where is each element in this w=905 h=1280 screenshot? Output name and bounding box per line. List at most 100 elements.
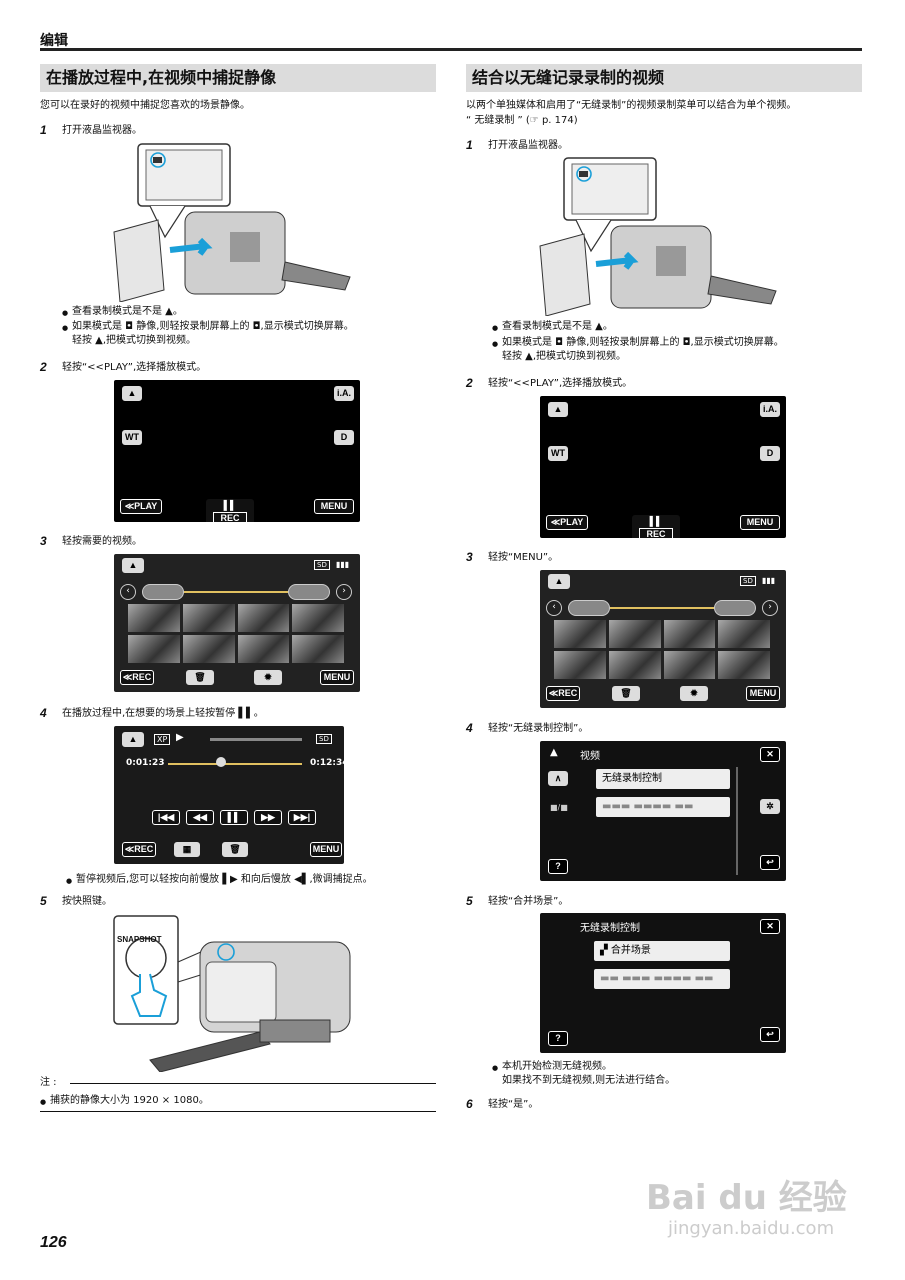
xp-badge: XP	[154, 734, 171, 745]
thumbnail-grid	[554, 620, 770, 679]
trash-icon[interactable]: 🗑	[222, 842, 248, 857]
menu-item-blurred[interactable]: ▬▬ ▬▬▬ ▬▬▬▬ ▬▬	[594, 969, 730, 989]
ia-button[interactable]: i.A.	[760, 402, 780, 417]
video-thumbnail[interactable]	[292, 604, 344, 632]
rewind-icon[interactable]: ◀◀	[186, 810, 214, 825]
time-total: 0:12:34	[310, 758, 344, 768]
left-step1-bullet-cont: 轻按 ▲,把模式切换到视频。	[72, 335, 197, 346]
right-step-number: 3	[466, 550, 473, 564]
next-page-icon[interactable]: ›	[762, 600, 778, 616]
back-icon[interactable]: ↩	[760, 1027, 780, 1042]
date-slider[interactable]	[184, 591, 288, 593]
next-page-icon[interactable]: ›	[336, 584, 352, 600]
help-icon[interactable]: ?	[548, 859, 568, 874]
lcd-index-screen: ▲ SD ▮▮▮ ‹ › ≪REC 🗑 ✹ MENU	[114, 554, 360, 692]
video-thumbnail[interactable]	[718, 620, 770, 648]
menu-button[interactable]: MENU	[310, 842, 342, 857]
menu-item-merge-scenes[interactable]: ▞ 合并场景	[594, 941, 730, 961]
video-thumbnail[interactable]	[608, 651, 661, 679]
rec-back-button[interactable]: ≪REC	[122, 842, 156, 857]
pause-rec-group[interactable]: ▌▌ REC	[632, 515, 680, 538]
video-thumbnail[interactable]	[128, 635, 180, 663]
date-pill[interactable]	[288, 584, 330, 600]
seek-handle[interactable]	[216, 757, 226, 767]
right-step-text: 轻按“<<PLAY”,选择播放模式。	[488, 378, 633, 389]
video-mode-icon[interactable]: ▲	[548, 402, 568, 417]
seek-bar[interactable]	[168, 763, 302, 765]
rec-back-button[interactable]: ≪REC	[546, 686, 580, 701]
index-grid-icon[interactable]: ▦	[174, 842, 200, 857]
back-icon[interactable]: ↩	[760, 855, 780, 870]
pause-rec-group[interactable]: ▌▌ REC	[206, 499, 254, 522]
menu-item-blurred[interactable]: ▬▬▬ ▬▬▬▬ ▬▬	[596, 797, 730, 817]
video-thumbnail[interactable]	[608, 620, 661, 648]
left-step-number: 4	[40, 706, 47, 720]
sd-badge: SD	[316, 734, 332, 744]
video-thumbnail[interactable]	[237, 604, 290, 632]
video-mode-icon[interactable]: ▲	[548, 574, 570, 589]
time-elapsed: 0:01:23	[126, 758, 165, 768]
date-slider[interactable]	[610, 607, 714, 609]
trash-icon[interactable]: 🗑	[186, 670, 214, 685]
help-icon[interactable]: ?	[548, 1031, 568, 1046]
video-thumbnail[interactable]	[182, 604, 235, 632]
video-thumbnail[interactable]	[292, 635, 344, 663]
left-step1-bullet: 如果模式是 ◘ 静像,则轻按录制屏幕上的 ◘,显示模式切换屏幕。	[62, 320, 354, 335]
play-button[interactable]: ≪PLAY	[546, 515, 588, 530]
scroll-up-icon[interactable]: ∧	[548, 771, 568, 786]
date-pill[interactable]	[142, 584, 184, 600]
right-step-text: 轻按“MENU”。	[488, 552, 559, 563]
left-step-number: 1	[40, 123, 47, 137]
pause-icon[interactable]: ▌▌	[220, 810, 248, 825]
menu-button[interactable]: MENU	[314, 499, 354, 514]
prev-page-icon[interactable]: ‹	[546, 600, 562, 616]
snapshot-button-illustration	[113, 915, 351, 1072]
menu-button[interactable]: MENU	[746, 686, 780, 701]
date-pill[interactable]	[568, 600, 610, 616]
video-thumbnail[interactable]	[182, 635, 235, 663]
right-step1-bullet-cont: 轻按 ▲,把模式切换到视频。	[502, 351, 627, 362]
note-text: 捕获的静像大小为 1920 × 1080。	[40, 1094, 209, 1109]
scrollbar[interactable]	[736, 767, 738, 875]
date-pill[interactable]	[714, 600, 756, 616]
wt-button[interactable]: WT	[548, 446, 568, 461]
close-icon[interactable]: ✕	[760, 747, 780, 762]
ia-button[interactable]: i.A.	[334, 386, 354, 401]
menu-button[interactable]: MENU	[320, 670, 354, 685]
wt-button[interactable]: WT	[122, 430, 142, 445]
settings-icon[interactable]: ✹	[680, 686, 708, 701]
right-step1-bullet: 查看录制模式是不是 ▲。	[492, 320, 613, 335]
prev-page-icon[interactable]: ‹	[120, 584, 136, 600]
video-mode-icon: ▲	[122, 732, 144, 747]
left-step-text: 按快照键。	[62, 896, 112, 907]
right-step-text: 打开液晶监视器。	[488, 140, 568, 151]
left-step1-bullet: 查看录制模式是不是 ▲。	[62, 305, 183, 320]
page-header: 编辑	[40, 33, 68, 49]
close-icon[interactable]: ✕	[760, 919, 780, 934]
merge-label: 合并场景	[610, 945, 651, 956]
right-step-number: 4	[466, 721, 473, 735]
video-mode-icon[interactable]: ▲	[122, 386, 142, 401]
menu-button[interactable]: MENU	[740, 515, 780, 530]
left-step-text: 打开液晶监视器。	[62, 125, 142, 136]
video-thumbnail[interactable]	[128, 604, 180, 632]
video-thumbnail[interactable]	[663, 651, 716, 679]
video-thumbnail[interactable]	[663, 620, 716, 648]
d-button[interactable]: D	[760, 446, 780, 461]
settings-icon[interactable]: ✹	[254, 670, 282, 685]
skip-forward-icon[interactable]: ▶▶|	[288, 810, 316, 825]
trash-icon[interactable]: 🗑	[612, 686, 640, 701]
video-thumbnail[interactable]	[554, 651, 606, 679]
gear-icon[interactable]: ✲	[760, 799, 780, 814]
skip-back-icon[interactable]: |◀◀	[152, 810, 180, 825]
d-button[interactable]: D	[334, 430, 354, 445]
snapshot-label: SNAPSHOT	[117, 935, 162, 944]
video-mode-icon[interactable]: ▲	[122, 558, 144, 573]
video-thumbnail[interactable]	[554, 620, 606, 648]
menu-item-seamless-control[interactable]: 无缝录制控制	[596, 769, 730, 789]
fast-forward-icon[interactable]: ▶▶	[254, 810, 282, 825]
video-thumbnail[interactable]	[718, 651, 770, 679]
play-button[interactable]: ≪PLAY	[120, 499, 162, 514]
rec-back-button[interactable]: ≪REC	[120, 670, 154, 685]
video-thumbnail[interactable]	[237, 635, 290, 663]
